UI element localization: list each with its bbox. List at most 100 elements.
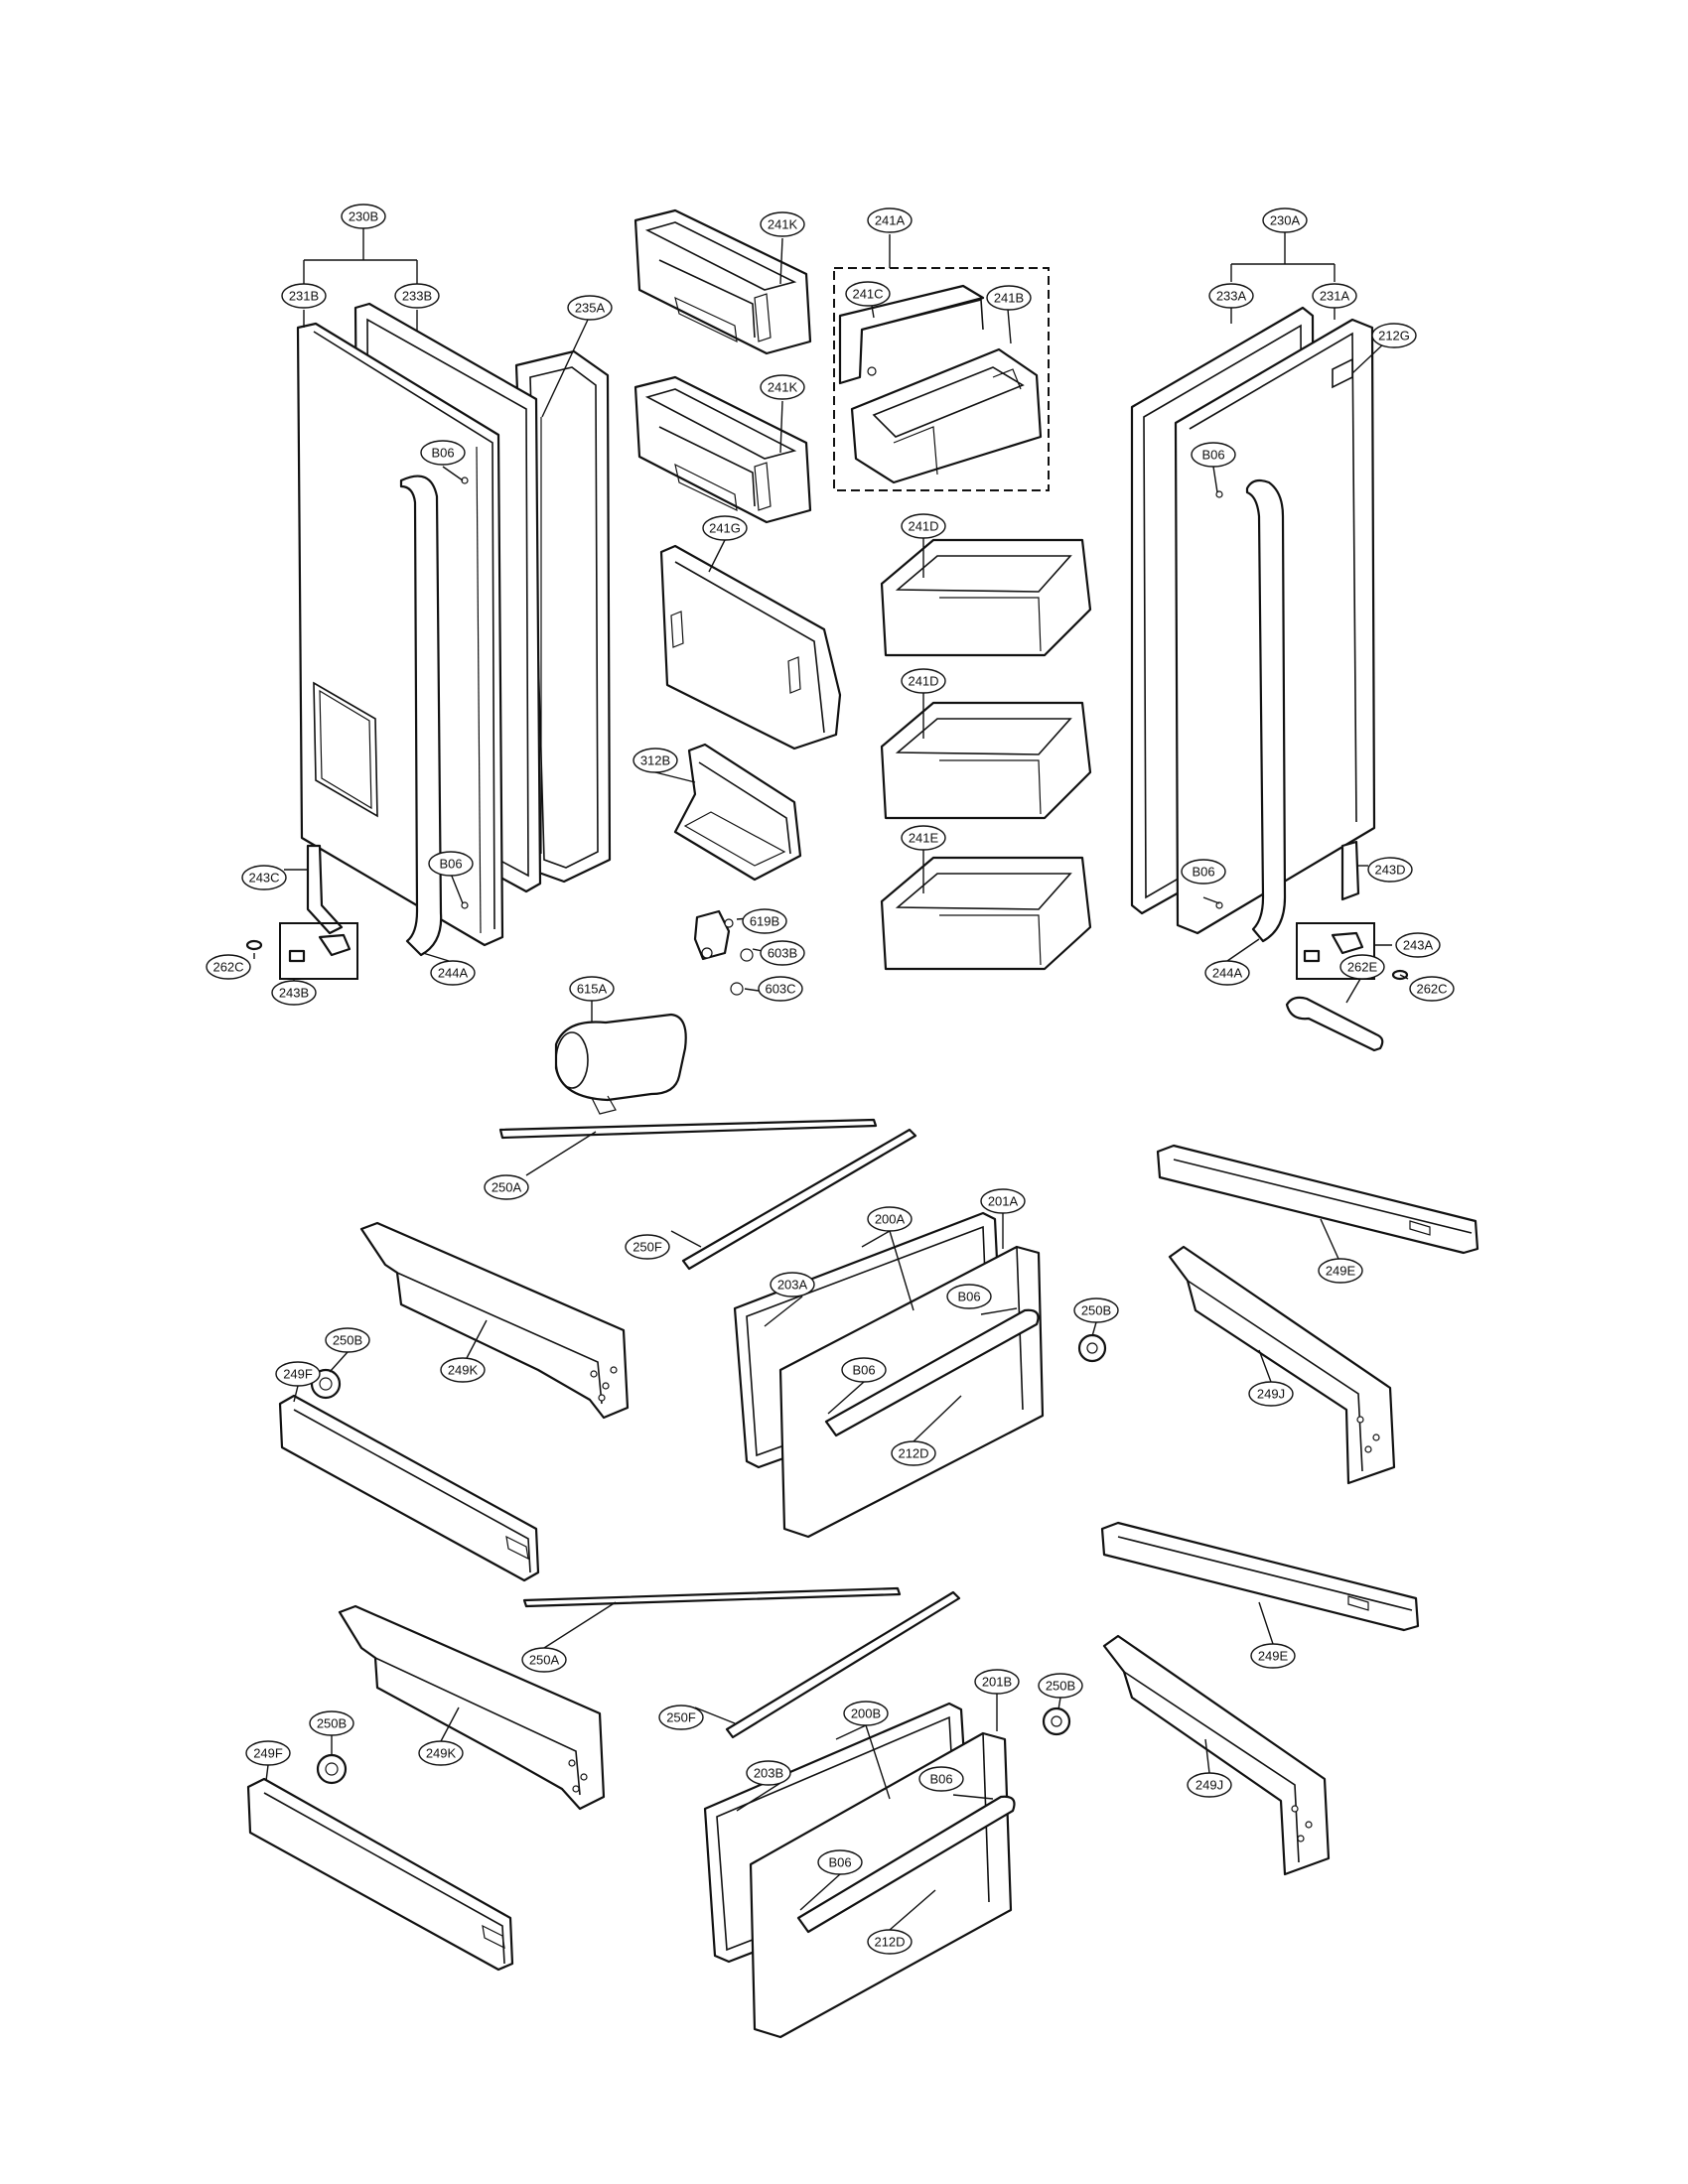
callout-B06-5: B06 xyxy=(946,1284,992,1309)
callout-200A: 200A xyxy=(867,1206,913,1232)
svg-text:243C: 243C xyxy=(248,871,279,886)
callout-249K-2: 249K xyxy=(418,1740,464,1766)
callout-235A: 235A xyxy=(567,295,613,321)
callout-250B-2: 250B xyxy=(325,1327,370,1353)
callout-241B: 241B xyxy=(986,285,1032,311)
svg-text:B06: B06 xyxy=(1192,865,1214,880)
slide-249K-upper xyxy=(359,1221,630,1420)
callout-230A: 230A xyxy=(1262,207,1308,233)
svg-text:235A: 235A xyxy=(575,301,606,316)
callout-B06-6: B06 xyxy=(841,1357,887,1383)
callout-262C-1: 262C xyxy=(206,954,251,980)
svg-text:244A: 244A xyxy=(438,966,469,981)
bracket-249J-upper xyxy=(1168,1245,1396,1485)
svg-text:231A: 231A xyxy=(1320,289,1350,304)
wrench-262E xyxy=(1285,996,1384,1052)
callout-249E-2: 249E xyxy=(1250,1643,1296,1669)
svg-text:241D: 241D xyxy=(908,519,938,534)
callout-241D-1: 241D xyxy=(901,513,946,539)
bracket-249J-lower xyxy=(1102,1634,1331,1876)
hinge-box-243B xyxy=(279,922,358,980)
svg-text:241G: 241G xyxy=(709,521,741,536)
callout-243B: 243B xyxy=(271,980,317,1006)
callout-241K-1: 241K xyxy=(760,211,805,237)
svg-text:243D: 243D xyxy=(1374,863,1405,878)
svg-text:250B: 250B xyxy=(1081,1303,1111,1318)
svg-text:B06: B06 xyxy=(852,1363,875,1378)
svg-text:250B: 250B xyxy=(333,1333,362,1348)
svg-text:233B: 233B xyxy=(402,289,432,304)
svg-text:250F: 250F xyxy=(666,1710,696,1725)
callout-243A: 243A xyxy=(1395,932,1441,958)
svg-text:201A: 201A xyxy=(988,1194,1019,1209)
callout-241A: 241A xyxy=(867,207,913,233)
svg-text:230A: 230A xyxy=(1270,213,1301,228)
svg-text:B06: B06 xyxy=(431,446,454,461)
svg-text:231B: 231B xyxy=(289,289,319,304)
callout-603B: 603B xyxy=(760,940,805,966)
svg-text:B06: B06 xyxy=(929,1772,952,1787)
right-door-label-212G xyxy=(1332,357,1353,389)
callout-200B: 200B xyxy=(843,1701,889,1726)
right-door-assembly xyxy=(1130,306,1376,943)
svg-text:603C: 603C xyxy=(765,982,795,997)
slide-249K-lower xyxy=(338,1604,606,1811)
callout-244A-1: 244A xyxy=(430,960,476,986)
door-panel-241G xyxy=(659,544,842,751)
svg-text:212D: 212D xyxy=(874,1935,905,1950)
callout-201A: 201A xyxy=(980,1188,1026,1214)
ring-603B xyxy=(740,948,754,962)
callout-249F-2: 249F xyxy=(245,1740,291,1766)
callout-262E: 262E xyxy=(1339,954,1385,980)
svg-text:249E: 249E xyxy=(1258,1649,1289,1664)
svg-text:250F: 250F xyxy=(633,1240,662,1255)
leader-lines xyxy=(253,228,1409,1931)
callout-250A-1: 250A xyxy=(484,1174,529,1200)
gear-250B-lower-left xyxy=(316,1753,348,1785)
bin-241E xyxy=(880,856,1092,971)
callout-203B: 203B xyxy=(746,1760,791,1786)
callout-241E: 241E xyxy=(901,825,946,851)
left-door-panel-231B xyxy=(296,322,504,947)
svg-text:203B: 203B xyxy=(754,1766,783,1781)
svg-text:201B: 201B xyxy=(982,1675,1012,1690)
rod-250A-upper xyxy=(498,1118,878,1140)
door-bin-241K-top xyxy=(633,208,812,355)
rod-250F-lower xyxy=(725,1590,961,1739)
drawer-front-201A xyxy=(778,1245,1045,1539)
drawer-handle-212D-upper xyxy=(824,1308,1040,1437)
svg-text:241A: 241A xyxy=(875,213,906,228)
callout-250B-4: 250B xyxy=(309,1710,354,1736)
rail-249F-upper xyxy=(278,1394,540,1582)
callout-B06-3: B06 xyxy=(428,851,474,877)
svg-text:619B: 619B xyxy=(750,914,779,929)
hinge-box-243A xyxy=(1296,922,1375,980)
svg-text:312B: 312B xyxy=(640,753,670,768)
svg-text:212G: 212G xyxy=(1378,329,1410,343)
drawer-front-201B xyxy=(749,1731,1016,2039)
callout-B06-8: B06 xyxy=(817,1849,863,1875)
callout-233A: 233A xyxy=(1208,283,1254,309)
svg-text:243A: 243A xyxy=(1403,938,1434,953)
svg-text:249K: 249K xyxy=(448,1363,479,1378)
ring-603C xyxy=(730,982,744,996)
callout-230B: 230B xyxy=(341,204,386,229)
callout-231A: 231A xyxy=(1312,283,1357,309)
callouts: 230B 231B 233B 235A 241K 241K 241A 241C … xyxy=(206,204,1455,1955)
callout-241G: 241G xyxy=(702,515,748,541)
svg-text:241K: 241K xyxy=(768,217,798,232)
hinge-243C xyxy=(306,844,344,935)
svg-text:250B: 250B xyxy=(1046,1679,1075,1694)
callout-250B-3: 250B xyxy=(1038,1673,1083,1699)
svg-text:262E: 262E xyxy=(1347,960,1378,975)
svg-text:249J: 249J xyxy=(1257,1387,1285,1402)
svg-text:241K: 241K xyxy=(768,380,798,395)
callout-212D-2: 212D xyxy=(867,1929,913,1955)
svg-text:B06: B06 xyxy=(1201,448,1224,463)
svg-text:249E: 249E xyxy=(1326,1264,1356,1279)
callout-312B: 312B xyxy=(633,748,678,773)
hinge-243D xyxy=(1340,840,1360,901)
svg-text:615A: 615A xyxy=(577,982,608,997)
door-bin-241K-bottom xyxy=(633,375,812,524)
